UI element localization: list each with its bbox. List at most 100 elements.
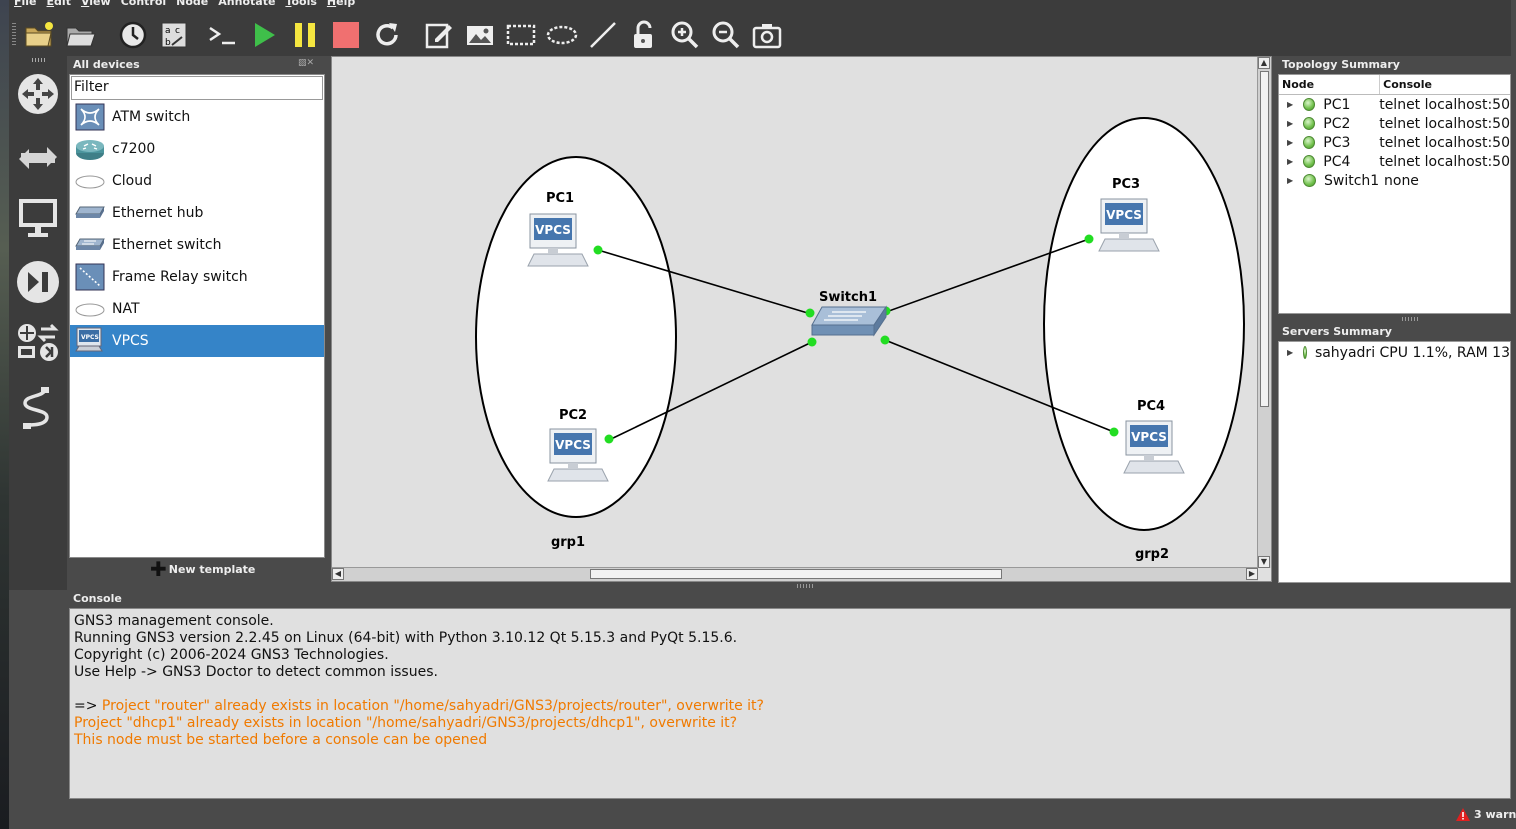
router-icon [74,135,106,163]
menu-node[interactable]: Node [176,0,209,8]
open-project-button[interactable] [62,17,98,53]
add-link-button[interactable] [14,384,62,432]
column-node[interactable]: Node [1279,75,1381,94]
add-note-button[interactable] [421,17,457,53]
browse-routers-button[interactable] [14,70,62,118]
expand-arrow-icon[interactable]: ▶ [1287,138,1294,147]
node-pc2[interactable]: VPCS [547,428,609,482]
note-icon [425,23,452,49]
device-item-atm-switch[interactable]: ATM switch [70,101,324,133]
scroll-up-icon[interactable]: ▲ [1258,57,1270,69]
screenshot-button[interactable] [749,17,785,53]
pc1-label[interactable]: PC1 [546,191,574,206]
atm-switch-icon [74,103,106,131]
pc3-label[interactable]: PC3 [1112,177,1140,192]
canvas-horizontal-scrollbar[interactable]: ◀ ▶ [332,567,1258,581]
vertical-scroll-thumb[interactable] [1260,71,1269,407]
horizontal-scroll-thumb[interactable] [590,569,1002,579]
scroll-right-icon[interactable]: ▶ [1246,568,1258,580]
server-row[interactable]: ▶sahyadri CPU 1.1%, RAM 13 [1287,344,1510,361]
grp2-ellipse[interactable] [1043,117,1245,531]
grp1-label[interactable]: grp1 [551,535,585,550]
browse-security-devices-button[interactable] [14,258,62,306]
node-pc3[interactable]: VPCS [1098,198,1160,252]
browse-all-devices-button[interactable] [14,318,62,366]
expand-arrow-icon[interactable]: ▶ [1287,348,1294,357]
toolbar-grip[interactable] [12,23,16,47]
scroll-left-icon[interactable]: ◀ [332,568,344,580]
panel-float-close-icons[interactable]: ▨✕ [298,58,315,68]
menu-edit[interactable]: Edit [46,0,71,8]
new-template-button[interactable]: ✚ New template [150,557,256,581]
suspend-all-button[interactable] [287,17,323,53]
menu-control[interactable]: Control [120,0,167,8]
column-console[interactable]: Console [1383,78,1432,91]
menu-file[interactable]: File [14,0,37,8]
device-item-cloud[interactable]: Cloud [70,165,324,197]
grp1-ellipse[interactable] [475,156,677,518]
browse-end-devices-button[interactable] [14,194,62,242]
topology-canvas[interactable]: VPCS PC1 VPCS PC2 VPCS PC3 VPCS PC4 [331,56,1272,582]
pc2-label[interactable]: PC2 [559,408,587,423]
link-pc2-switch1[interactable] [608,341,813,441]
device-item-vpcs[interactable]: VPCS VPCS [70,325,324,357]
device-item-ethernet-switch[interactable]: Ethernet switch [70,229,324,261]
browse-switches-button[interactable] [14,134,62,182]
draw-ellipse-button[interactable] [544,17,580,53]
draw-line-button[interactable] [585,17,621,53]
reload-all-button[interactable] [369,17,405,53]
zoom-in-button[interactable] [667,17,703,53]
node-switch1[interactable] [811,305,887,337]
device-item-c7200[interactable]: c7200 [70,133,324,165]
zoom-out-button[interactable] [708,17,744,53]
link-pc3-switch1[interactable] [885,238,1090,313]
link-pc4-switch1[interactable] [884,339,1115,433]
pc4-label[interactable]: PC4 [1137,399,1165,414]
splitter-handle[interactable] [1402,317,1420,321]
status-warnings[interactable]: 3 warn [1456,808,1516,821]
device-item-ethernet-hub[interactable]: Ethernet hub [70,197,324,229]
menu-tools[interactable]: Tools [285,0,317,8]
zoom-in-icon [671,21,699,49]
snapshot-button[interactable] [115,17,151,53]
toolbar-grip[interactable] [32,58,46,62]
console-output[interactable]: GNS3 management console.Running GNS3 ver… [69,608,1511,799]
stop-all-button[interactable] [328,17,364,53]
draw-rectangle-button[interactable] [503,17,539,53]
expand-arrow-icon[interactable]: ▶ [1287,176,1294,185]
device-item-frame-relay-switch[interactable]: Frame Relay switch [70,261,324,293]
svg-text:c: c [175,26,180,36]
topology-summary-title: Topology Summary [1282,58,1400,71]
switch1-label[interactable]: Switch1 [819,290,877,305]
menu-help[interactable]: Help [326,0,356,8]
console-all-button[interactable] [205,17,241,53]
new-project-button[interactable] [21,17,57,53]
splitter-handle[interactable] [797,584,815,588]
node-pc4[interactable]: VPCS [1123,420,1185,474]
start-all-button[interactable] [246,17,282,53]
console-line [74,681,1506,698]
expand-arrow-icon[interactable]: ▶ [1287,119,1294,128]
status-started-icon [1303,98,1316,111]
device-item-nat[interactable]: NAT [70,293,324,325]
expand-arrow-icon[interactable]: ▶ [1287,157,1294,166]
filter-input[interactable]: Filter [71,76,323,100]
link-pc1-switch1[interactable] [597,249,812,315]
grp2-label[interactable]: grp2 [1135,547,1169,562]
canvas-vertical-scrollbar[interactable]: ▲ ▼ [1257,57,1271,568]
pause-icon [295,23,315,47]
menu-annotate[interactable]: Annotate [218,0,276,8]
node-pc1[interactable]: VPCS [527,213,589,267]
lock-items-button[interactable] [626,17,662,53]
insert-picture-button[interactable] [462,17,498,53]
scroll-down-icon[interactable]: ▼ [1258,556,1270,568]
ethernet-hub-icon [74,199,106,227]
expand-arrow-icon[interactable]: ▶ [1287,100,1294,109]
menu-view[interactable]: View [80,0,111,8]
